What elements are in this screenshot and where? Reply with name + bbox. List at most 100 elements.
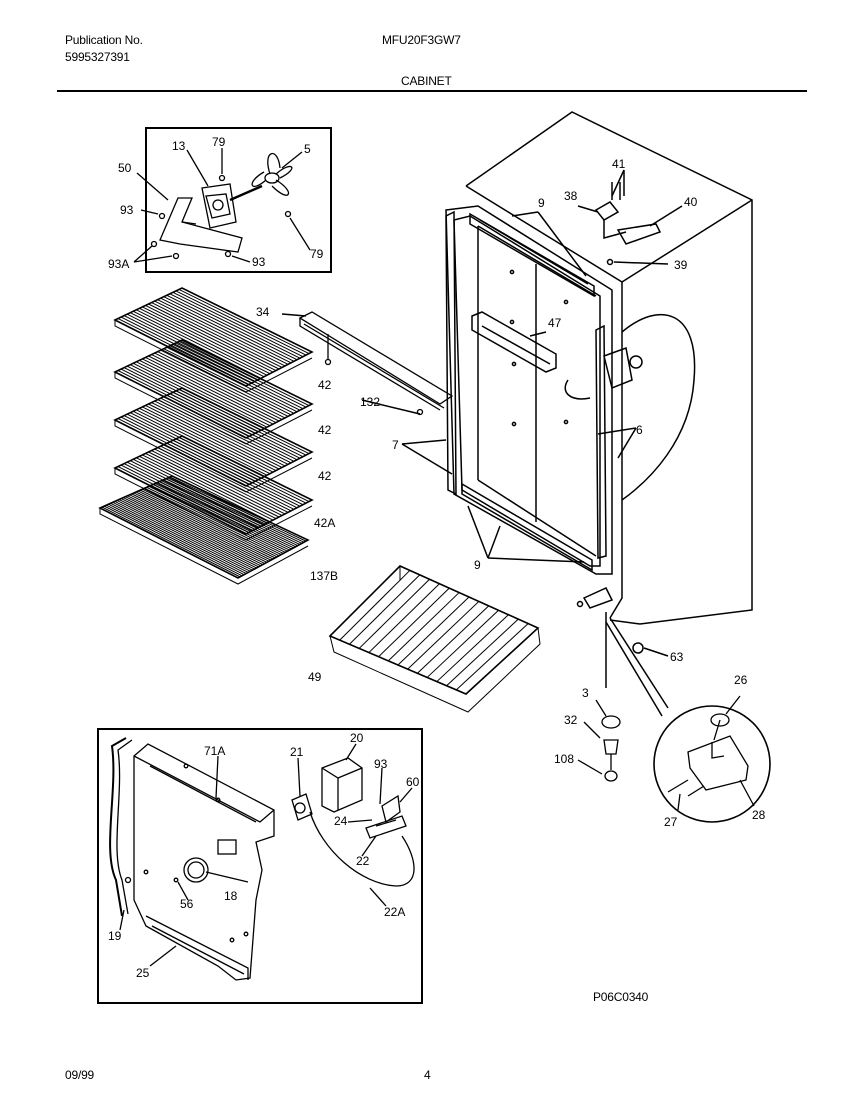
callout-49: 49 <box>308 670 322 684</box>
wire-line <box>163 348 295 414</box>
wire-line <box>407 601 480 670</box>
wire-line <box>178 289 310 354</box>
page-number: 4 <box>424 1068 431 1082</box>
callout-21: 21 <box>290 745 304 759</box>
header-rule <box>57 90 807 92</box>
wire-line <box>154 352 286 419</box>
callout-93A: 93A <box>108 257 129 271</box>
wire-line <box>157 299 289 365</box>
wire-line <box>140 489 278 558</box>
wire-line <box>151 354 283 420</box>
wire-line <box>175 290 307 356</box>
wire-line <box>156 482 294 549</box>
callout-39: 39 <box>674 258 688 272</box>
wire-line <box>159 481 296 548</box>
leveler-parts <box>577 699 621 782</box>
wire-line <box>163 479 300 545</box>
wire-line <box>178 437 310 502</box>
wire-line <box>175 390 307 456</box>
section-title: CABINET <box>401 74 452 88</box>
wire-line <box>118 499 257 569</box>
wire-line <box>136 361 268 428</box>
wire-line <box>145 305 277 371</box>
callout-25: 25 <box>136 966 150 980</box>
wire-line <box>114 500 253 571</box>
callout-79-top: 79 <box>212 135 226 149</box>
shelf-1 <box>113 287 314 393</box>
callout-34: 34 <box>256 305 270 319</box>
wire-line <box>127 495 265 564</box>
wire-line <box>120 498 259 568</box>
wire-line <box>151 302 283 368</box>
door-basket <box>328 565 541 713</box>
diagram-code: P06C0340 <box>593 990 649 1004</box>
wire-line <box>172 343 304 410</box>
callout-42-third: 42 <box>318 469 332 483</box>
wire-line <box>163 296 295 362</box>
callout-9-bottom: 9 <box>474 558 481 572</box>
shelf-5 <box>98 475 310 585</box>
wire-line <box>169 441 301 507</box>
wire-line <box>148 451 280 518</box>
hinge-detail-inset <box>653 695 771 823</box>
wire-line <box>137 490 276 559</box>
wire-line <box>126 313 259 381</box>
wire-line <box>397 596 470 666</box>
wire-line <box>455 623 529 691</box>
callout-63: 63 <box>670 650 684 664</box>
callout-42A: 42A <box>314 516 335 530</box>
wire-line <box>175 342 307 408</box>
wire-line <box>154 448 286 515</box>
callout-26: 26 <box>734 673 748 687</box>
wire-line <box>169 293 301 359</box>
wire-line <box>178 341 310 406</box>
publication-number: 5995327391 <box>65 50 130 64</box>
wire-line <box>154 300 286 367</box>
callout-79-right: 79 <box>310 247 324 261</box>
wire-line <box>152 484 290 551</box>
wire-line <box>165 478 303 544</box>
wire-line <box>169 393 301 459</box>
wire-line <box>146 486 284 554</box>
wire-line <box>139 455 271 523</box>
shelf-rail <box>298 311 454 416</box>
wire-line <box>349 574 421 645</box>
wire-line <box>167 477 305 543</box>
wire-line <box>339 570 411 641</box>
wire-line <box>139 359 271 427</box>
wire-line <box>161 480 298 547</box>
callout-22: 22 <box>356 854 370 868</box>
fan-motor-inset <box>133 127 332 273</box>
wire-line <box>142 488 280 557</box>
wire-line <box>436 614 509 682</box>
wire-line <box>106 504 245 576</box>
wire-line <box>145 405 277 471</box>
callout-24: 24 <box>334 814 348 828</box>
wire-line <box>178 389 310 454</box>
callout-93-inset: 93 <box>374 757 388 771</box>
callout-137B: 137B <box>310 569 338 583</box>
wire-line <box>142 406 274 473</box>
wire-line <box>101 506 241 578</box>
callout-27: 27 <box>664 815 678 829</box>
wire-line <box>148 403 280 470</box>
model-number: MFU20F3GW7 <box>382 33 461 47</box>
callout-40: 40 <box>684 195 698 209</box>
wire-line <box>116 500 255 570</box>
wire-line <box>160 349 292 416</box>
wire-line <box>104 505 243 577</box>
wire-line <box>368 583 440 653</box>
wire-line <box>172 439 304 506</box>
wire-line <box>136 409 268 476</box>
wire-line <box>108 503 247 574</box>
wire-line <box>129 494 268 563</box>
callout-47: 47 <box>548 316 562 330</box>
wire-line <box>166 346 298 413</box>
wire-line <box>151 402 283 468</box>
wire-line <box>139 407 271 475</box>
wire-line <box>145 357 277 423</box>
wire-line <box>446 618 519 687</box>
callout-108: 108 <box>554 752 574 766</box>
wire-line <box>160 297 292 364</box>
callout-60: 60 <box>406 775 420 789</box>
